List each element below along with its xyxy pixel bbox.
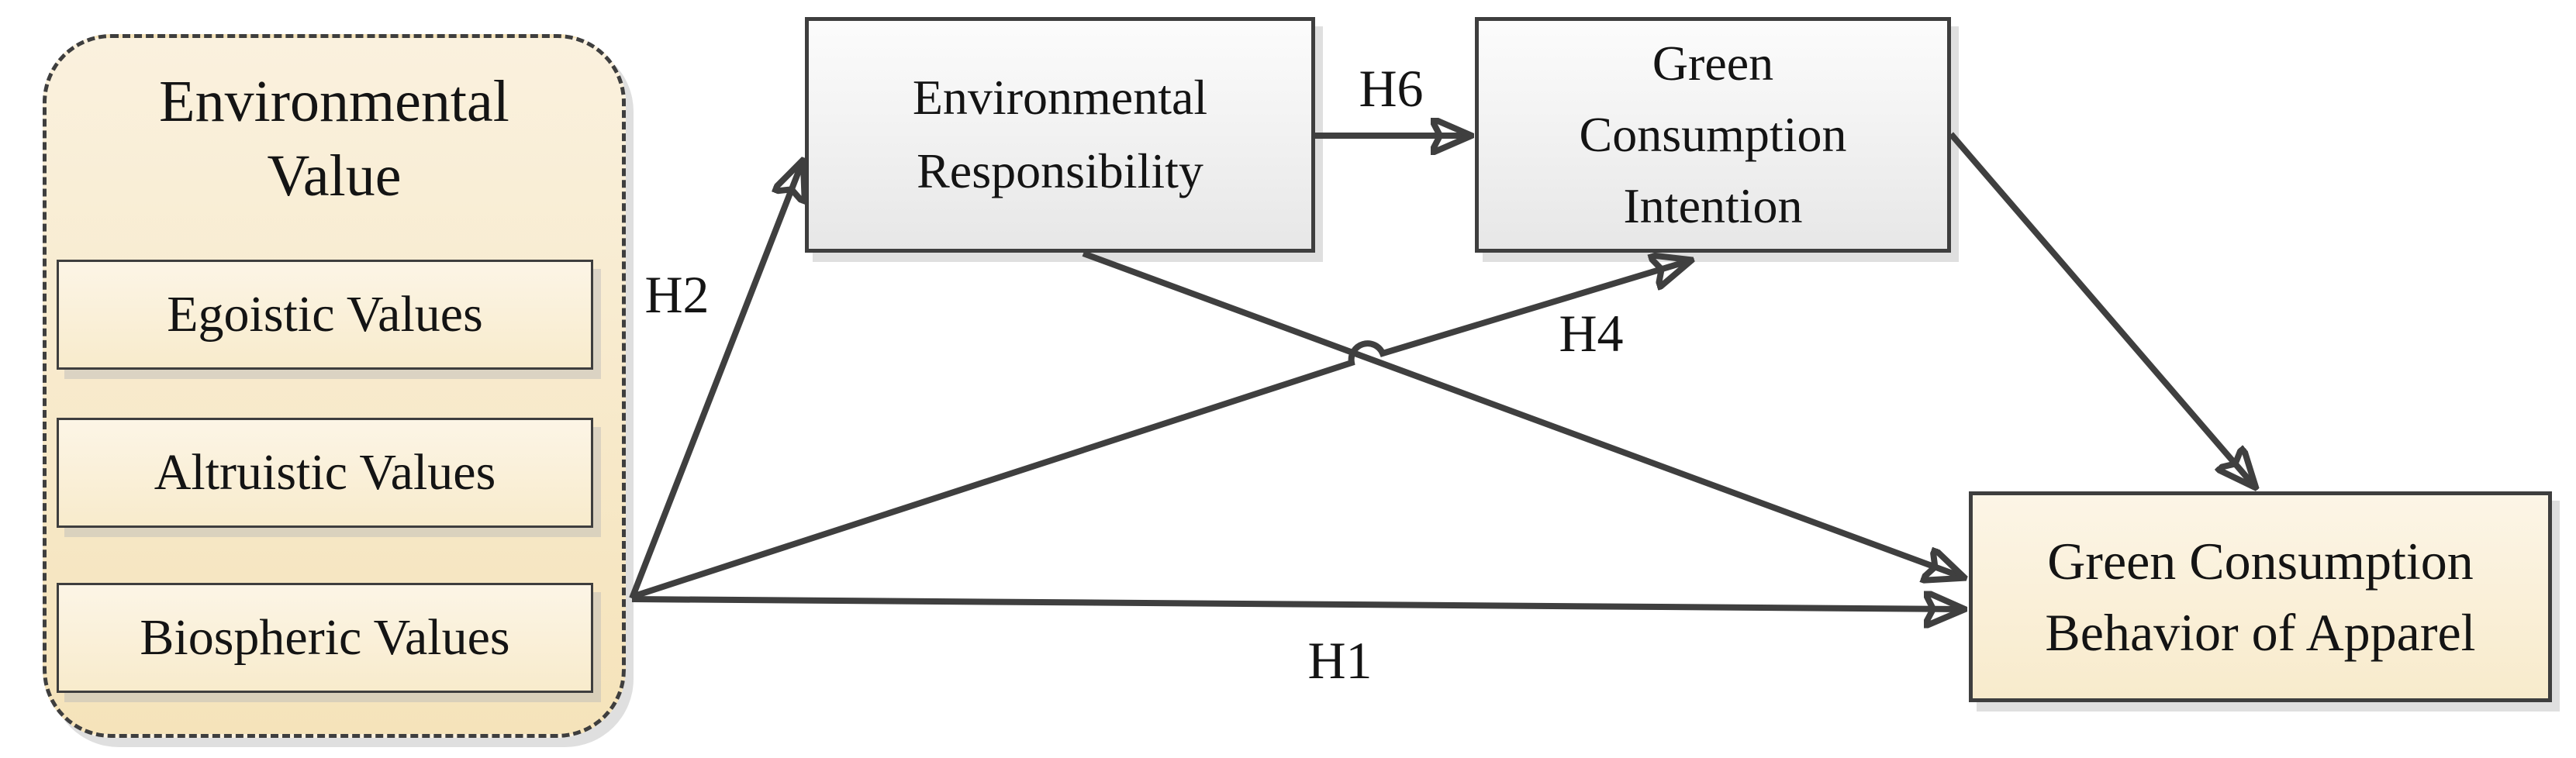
label-h6: H6 bbox=[1359, 59, 1424, 118]
altruistic-values-box: Altruistic Values bbox=[57, 418, 593, 528]
label-h2: H2 bbox=[644, 265, 710, 324]
environmental-value-title: Environmental Value bbox=[159, 69, 509, 208]
green-consumption-behavior-box: Green Consumption Behavior of Apparel bbox=[1969, 491, 2552, 702]
environmental-responsibility-box: Environmental Responsibility bbox=[805, 17, 1315, 253]
environmental-responsibility-label: Environmental Responsibility bbox=[912, 70, 1208, 198]
arrow-h4 bbox=[630, 260, 1690, 600]
green-consumption-behavior-label: Green Consumption Behavior of Apparel bbox=[2045, 531, 2476, 662]
label-h1: H1 bbox=[1307, 631, 1373, 690]
egoistic-values-box: Egoistic Values bbox=[57, 260, 593, 370]
altruistic-values-label: Altruistic Values bbox=[154, 444, 496, 501]
biospheric-values-box: Biospheric Values bbox=[57, 583, 593, 693]
green-consumption-intention-box: Green Consumption Intention bbox=[1475, 17, 1951, 253]
arrow-responsibility-to-behavior bbox=[1082, 250, 1963, 577]
egoistic-values-label: Egoistic Values bbox=[167, 286, 483, 343]
biospheric-values-label: Biospheric Values bbox=[140, 609, 510, 666]
arrow-h1 bbox=[631, 599, 1963, 609]
label-h4: H4 bbox=[1559, 304, 1624, 363]
arrow-h2 bbox=[629, 161, 803, 600]
green-consumption-intention-label: Green Consumption Intention bbox=[1579, 35, 1847, 234]
arrow-intention-to-behavior bbox=[1948, 132, 2255, 487]
